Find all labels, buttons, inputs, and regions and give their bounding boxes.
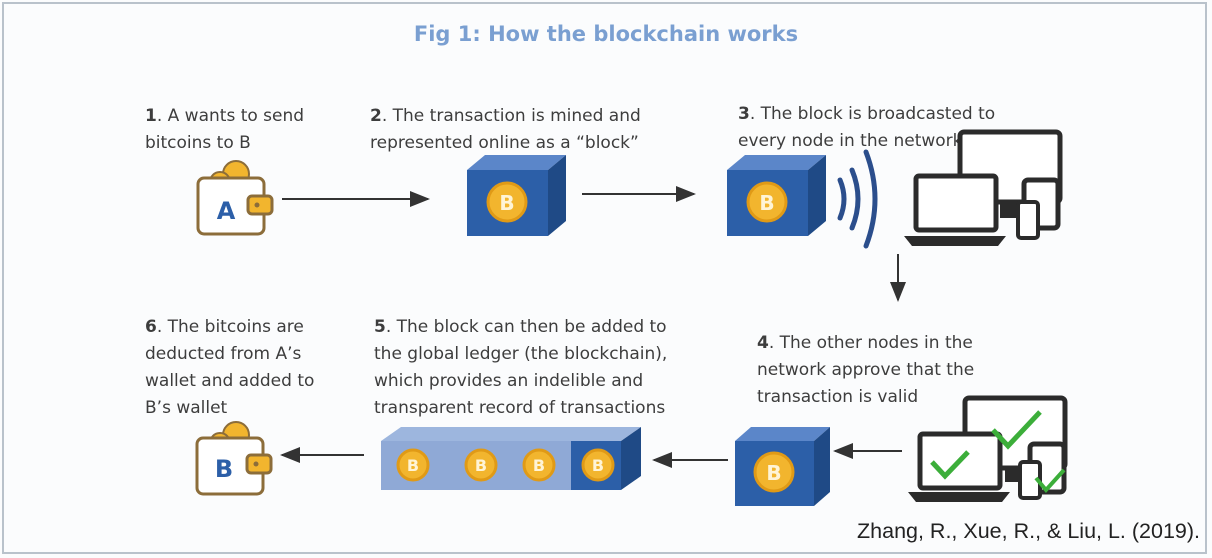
approving-nodes-icon [908, 395, 1068, 502]
citation: Zhang, R., Xue, R., & Liu, L. (2019). [857, 519, 1200, 543]
step-3-text: 3. The block is broadcasted to every nod… [738, 74, 995, 155]
step-3-number: 3 [738, 104, 750, 124]
coin-symbol: B [407, 456, 419, 475]
check-icon [930, 450, 970, 480]
coin-symbol: B [499, 191, 514, 215]
step-6-label: . The bitcoins are deducted from A’s wal… [145, 317, 315, 418]
step-2-number: 2 [370, 106, 382, 126]
network-devices-icon [904, 129, 1063, 246]
step-5-text: 5. The block can then be added to the gl… [374, 287, 667, 422]
wallet-b-letter: B [215, 455, 233, 483]
coin-symbol: B [592, 456, 604, 475]
step-4-text: 4. The other nodes in the network approv… [757, 303, 974, 411]
block-mined-icon: B [467, 155, 566, 236]
block-broadcast-icon: B [727, 155, 826, 236]
check-icon [1034, 468, 1066, 494]
block-validated-icon: B [735, 427, 830, 506]
coin-symbol: B [766, 461, 781, 485]
wallet-a-letter: A [217, 197, 236, 225]
step-2-text: 2. The transaction is mined and represen… [370, 76, 641, 157]
step-5-number: 5 [374, 317, 386, 337]
step-4-number: 4 [757, 333, 769, 353]
broadcast-signal-icon [837, 149, 878, 249]
coin-symbol: B [475, 456, 487, 475]
wallet-a-icon: A [196, 160, 274, 236]
step-2-label: . The transaction is mined and represent… [370, 106, 641, 153]
step-1-number: 1 [145, 106, 157, 126]
step-1-label: . A wants to send bitcoins to B [145, 106, 305, 153]
step-5-label: . The block can then be added to the glo… [374, 317, 668, 418]
wallet-b-icon: B [195, 421, 273, 496]
step-6-text: 6. The bitcoins are deducted from A’s wa… [145, 287, 314, 422]
coin-symbol: B [759, 191, 774, 215]
step-3-label: . The block is broadcasted to every node… [738, 104, 996, 151]
step-6-number: 6 [145, 317, 157, 337]
step-1-text: 1. A wants to send bitcoins to B [145, 76, 304, 157]
coin-symbol: B [533, 456, 545, 475]
check-icon [991, 410, 1042, 450]
blockchain-icon: B B B B [381, 427, 641, 490]
step-4-label: . The other nodes in the network approve… [757, 333, 975, 407]
figure-title: Fig 1: How the blockchain works [413, 22, 799, 46]
